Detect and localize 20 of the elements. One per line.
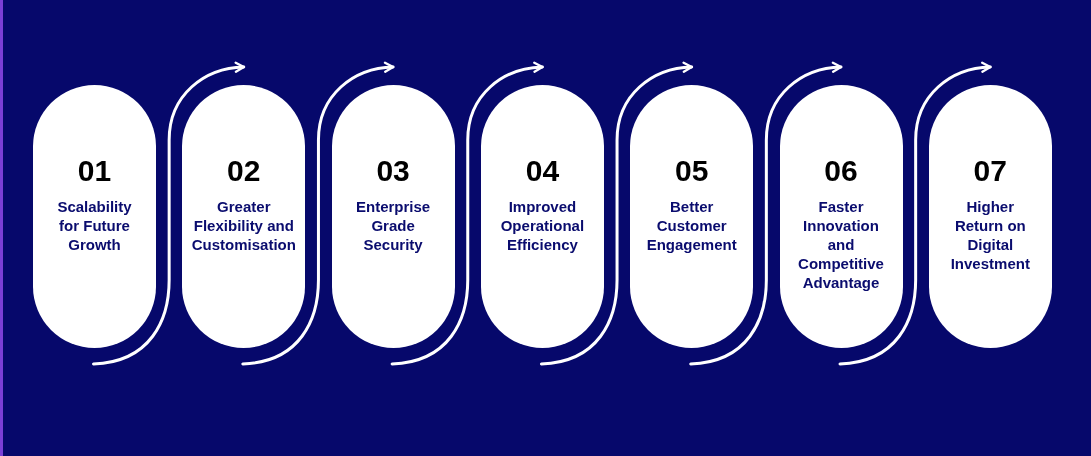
step-number: 01 bbox=[77, 154, 112, 188]
curved-arrow bbox=[539, 61, 694, 366]
curved-arrow bbox=[689, 61, 843, 366]
curved-arrow bbox=[241, 61, 395, 366]
step-number: 07 bbox=[973, 154, 1007, 188]
curved-arrow bbox=[92, 61, 246, 366]
step-label: Enterprise Grade Security bbox=[355, 197, 432, 254]
step-label: Improved Operational Efficiency bbox=[499, 197, 586, 254]
step-label: Higher Return on Digital Investment bbox=[949, 197, 1031, 273]
curved-arrow bbox=[390, 61, 544, 366]
step-label: Scalability for Future Growth bbox=[56, 197, 133, 254]
step-label: Faster Innovation and Competitive Advantage bbox=[797, 197, 885, 292]
curved-arrow bbox=[838, 61, 992, 366]
step-number: 02 bbox=[227, 154, 261, 188]
step-label: Greater Flexibility and Customisation bbox=[190, 197, 297, 254]
step-number: 06 bbox=[824, 154, 858, 188]
step-number: 03 bbox=[376, 154, 410, 188]
step-label: Better Customer Engagement bbox=[645, 197, 738, 254]
step-number: 05 bbox=[675, 154, 709, 188]
step-number: 04 bbox=[525, 154, 560, 188]
